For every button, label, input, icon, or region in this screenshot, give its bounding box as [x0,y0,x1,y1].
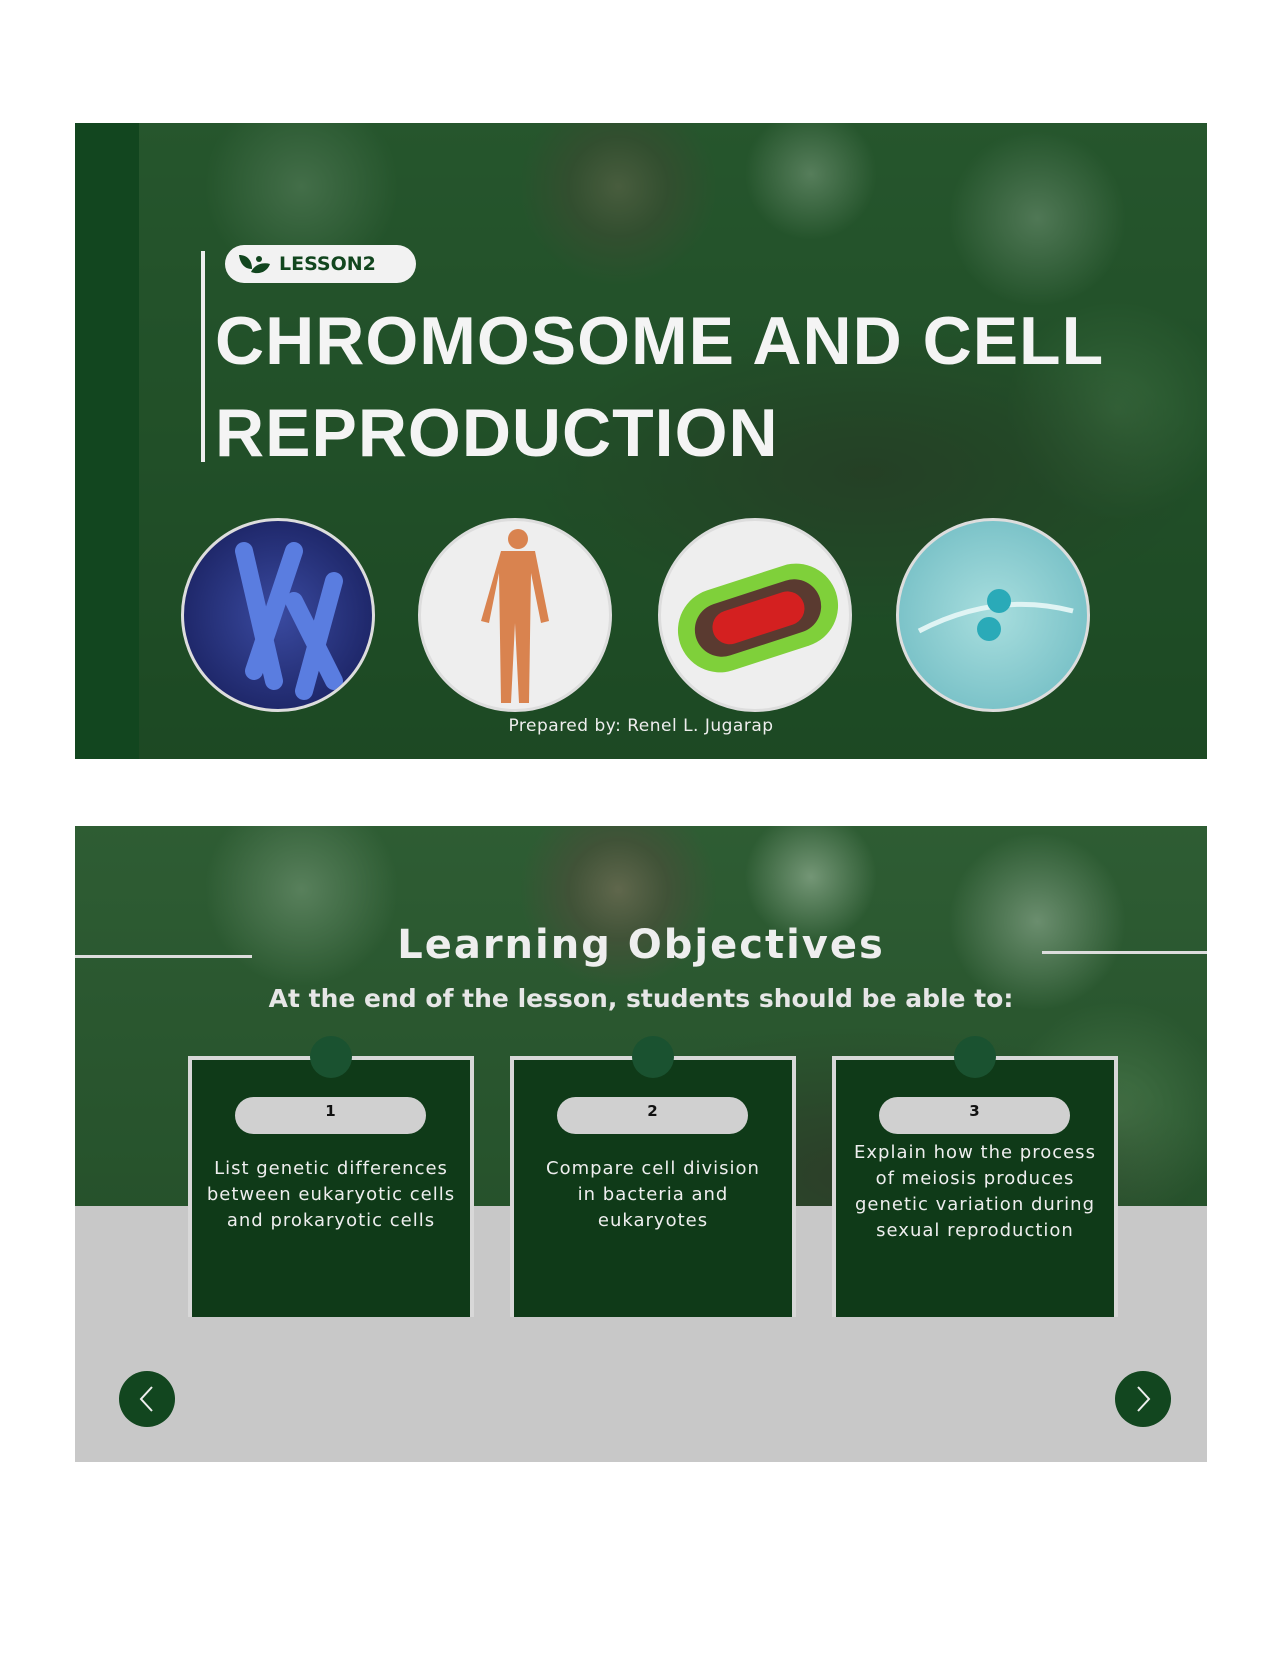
lesson-label: LESSON2 [279,253,376,275]
objective-text: Explain how the process of meiosis produ… [854,1142,1096,1241]
leaf-person-icon [239,255,270,274]
human-body-image [418,518,612,712]
prev-button[interactable] [119,1371,175,1427]
chromosome-image [181,518,375,712]
title-slide: LESSON2 CHROMOSOME AND CELL REPRODUCTION… [75,123,1207,759]
card-dot [954,1036,996,1078]
slide-title: CHROMOSOME AND CELL REPRODUCTION [215,303,1105,471]
divider-left [75,955,252,958]
objectives-subtitle: At the end of the lesson, students shoul… [268,984,1014,1013]
chevron-right-icon [1137,1386,1151,1412]
objective-number: 2 [557,1097,748,1134]
objective-number: 3 [879,1097,1070,1134]
objective-text: List genetic differences between eukaryo… [206,1158,456,1231]
objectives-title: Learning Objectives [397,922,885,968]
bacteria-cell-image [658,518,852,712]
objective-card: 1 List genetic differences between eukar… [188,1056,474,1317]
chevron-left-icon [139,1386,153,1412]
card-dot [310,1036,352,1078]
title-accent-line [201,251,205,462]
dividing-cell-image [896,518,1090,712]
divider-right [1042,951,1207,954]
objective-text: Compare cell division in bacteria and eu… [546,1158,760,1231]
objective-card: 2 Compare cell division in bacteria and … [510,1056,796,1317]
prepared-by: Prepared by: Renel L. Jugarap [508,716,774,736]
lesson-badge: LESSON2 [225,245,416,283]
card-dot [632,1036,674,1078]
left-stripe [75,123,139,759]
objective-card: 3 Explain how the process of meiosis pro… [832,1056,1118,1317]
objectives-slide: Learning Objectives At the end of the le… [75,826,1207,1462]
objective-number: 1 [235,1097,426,1134]
next-button[interactable] [1115,1371,1171,1427]
